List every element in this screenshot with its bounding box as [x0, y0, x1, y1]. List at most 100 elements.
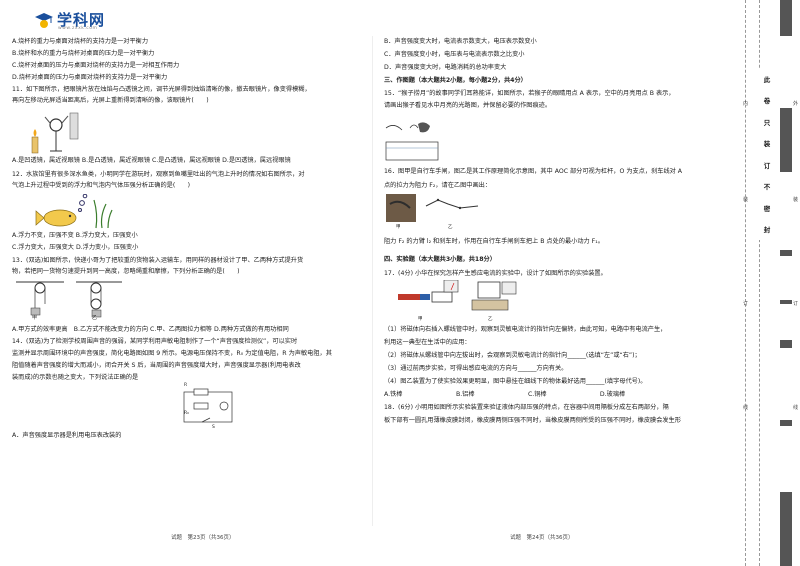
candle-lens-figure	[31, 112, 79, 154]
outer-label: 外	[793, 101, 799, 107]
column-divider	[372, 36, 373, 526]
circuit-label-r0: R₀	[184, 411, 189, 416]
graduation-cap-icon	[34, 11, 54, 29]
inner-label: 订	[743, 301, 749, 307]
q12-options: C.浮力变大，压强变大 D.浮力变小，压强变小	[12, 244, 139, 251]
binding-margin: 此 卷 只 装 订 不 密 封 内 装 订 线 外 装 订 线	[727, 0, 800, 566]
seal-char: 此	[763, 76, 771, 84]
q17-text-line: 17．(4分) 小华在探究怎样产生感应电流的实验中，设计了如图所示的实验装置。	[384, 270, 607, 277]
logo-text: 学科网	[57, 11, 106, 29]
q11-text-line: 11．如下图所示，把眼镜片放在烛焰与凸透镜之间，调节光屏得到烛焰清晰的像，撤去眼…	[12, 86, 311, 93]
section-three-heading: 三、作图题（本大题共2小题，每小题2分，共4分）	[384, 77, 527, 84]
q17-option-a: A.铁棒	[384, 391, 403, 398]
seal-char: 不	[763, 183, 771, 192]
logo-url: www.zxxk.com	[58, 26, 98, 31]
q10-option-b: B.烧杯和水的重力与烧杯对桌面的压力是一对平衡力	[12, 50, 155, 57]
page-footer-left: 试题 第23页（共36页）	[171, 535, 235, 541]
margin-dark-bar	[780, 250, 792, 256]
q14-text-line: 监测并显示周围环境中的声音强度，简化电路图如图 9 所示。电源电压保持不变，R₀…	[12, 350, 332, 357]
q13-options: A.甲方式的效率更高 B.乙方式不能改变力的方向 C.甲、乙两图拉力相等 D.两…	[12, 326, 289, 333]
figure-label-jia: 甲	[418, 317, 423, 322]
seal-char: 卷	[763, 97, 771, 106]
q10-option-a: A.烧杯的重力与桌面对烧杯的支持力是一对平衡力	[12, 38, 149, 45]
q17-option-b: B.铝棒	[455, 391, 475, 398]
q15-figure-area	[384, 110, 720, 168]
q17-options: A.铁棒 B.铝棒 C.铜棒 D.玻璃棒	[384, 391, 720, 399]
induction-apparatus-figure	[398, 280, 517, 311]
margin-dark-bar	[780, 492, 792, 566]
seal-char: 订	[763, 161, 771, 170]
figure-label-yi: 乙	[92, 315, 98, 321]
q17-part-3: （3）通过前两步实验，可得出感应电流的方向与______方向有关。	[384, 365, 568, 372]
q17-part-1-cont: 利用这一典型在生活中的应用：	[384, 339, 471, 346]
circuit-diagram	[183, 388, 233, 423]
margin-dark-bar	[780, 420, 792, 426]
q12-text-line: 12．水族馆里有很多深水鱼类，小明同学在游玩时，观察到鱼嘴里吐出的气泡上升时的情…	[12, 171, 305, 178]
q14-text-line: 14．(双选)为了检测学校周围声音的强弱，某同学利用声敏电阻制作了一个“声音强度…	[12, 338, 298, 345]
monkey-moon-figure	[385, 122, 439, 161]
q18-text-line: 18．(6分) 小明用如图所示实验装置来验证液体内部压强的特点，在容器中间用隔板…	[384, 404, 669, 411]
seal-notice: 此 卷 只 装 订 不 密 封	[757, 68, 777, 240]
seal-char: 封	[763, 225, 771, 234]
seal-char: 装	[763, 140, 771, 149]
q16-figure-area: 甲 乙	[384, 190, 720, 234]
site-logo: 学科网	[34, 9, 105, 30]
outer-label: 装	[793, 197, 799, 203]
q14-option-b: B．声音强度变大时，电流表示数变大，电压表示数变小	[384, 38, 537, 45]
q17-option-d: D.玻璃棒	[599, 391, 626, 398]
q16-text-line: 点的拉力为阻力 F₂，请在乙图中画出：	[384, 182, 492, 189]
q13-figure-area: 甲 乙	[12, 276, 364, 322]
q14-figure-area: R R₀ S	[12, 382, 364, 432]
q14-option-d: D．声音强度变大时，电路消耗的总功率变大	[384, 64, 507, 71]
figure-label-jia: 甲	[32, 315, 38, 321]
pulley-figures	[16, 281, 122, 318]
q16-task-text: 阻力 F₂ 的力臂 l₂ 和刹车时，作用在自行车手闸刹车把上 B 点处的最小动力…	[384, 238, 604, 245]
q14-option-a: A．声音强度显示器是利用电压表改装的	[12, 432, 122, 439]
q17-part-4: （4）图乙装置为了使实验效果更明显，图中悬挂在细线下的物体最好选用______(…	[384, 378, 647, 385]
section-four-heading: 四、实验题（本大题共3小题，共18分）	[384, 256, 496, 263]
q17-option-c: C.铜棒	[527, 391, 547, 398]
outer-cut-line	[759, 0, 760, 566]
q11-text-line: 再向左移动光屏适当距离后，光屏上重新得到清晰的像，该眼镜片( )	[12, 97, 209, 104]
q12-text-line: 气泡上升过程中受到的浮力和气泡内气体压强分析正确的是( )	[12, 182, 191, 189]
q14-option-c: C．声音强度变小时，电压表与电流表示数之比变小	[384, 51, 525, 58]
q12-figure-area	[12, 190, 364, 232]
page-footer-right: 试题 第24页（共36页）	[510, 535, 574, 541]
q18-text-line: 板下部有一圆孔用薄橡皮膜封闭，橡皮膜两侧压强不同时，当橡皮膜两侧所受的压强不同时…	[384, 417, 681, 424]
figure-label-yi: 乙	[448, 225, 453, 230]
outer-label: 线	[793, 405, 799, 411]
figure-label-yi: 乙	[488, 317, 493, 322]
q15-text-line: 15．“猴子捞月”的故事同学们耳熟能详，如图所示，若猴子的眼睛用点 A 表示，空…	[384, 90, 675, 97]
seal-char: 只	[763, 118, 771, 127]
right-column: B．声音强度变大时，电流表示数变大，电压表示数变小 C．声音强度变小时，电压表与…	[384, 38, 720, 425]
q12-options: A.浮力不变，压强不变 B.浮力变大，压强变小	[12, 232, 138, 239]
bicycle-brake-figure	[386, 194, 479, 222]
q17-part-1: （1）将磁体向右插入螺线管中时，观察到灵敏电流计的指针向左偏转，由此可知，电路中…	[384, 326, 667, 333]
outer-label: 订	[793, 301, 799, 307]
circuit-label-r: R	[184, 383, 188, 388]
margin-dark-bar	[780, 340, 792, 348]
inner-label: 内	[743, 101, 749, 107]
q14-text-line: 装而成)的示数也随之变大，下列说法正确的是	[12, 374, 139, 381]
circuit-label-s: S	[212, 425, 215, 430]
margin-dark-bar	[780, 108, 792, 172]
left-column: A.烧杯的重力与桌面对烧杯的支持力是一对平衡力 B.烧杯和水的重力与烧杯对桌面的…	[12, 38, 364, 440]
q13-text-line: 物，若把同一货物匀速提升到同一高度，忽略绳重和摩擦，下列分析正确的是( )	[12, 268, 240, 275]
q11-options: A.是凹透镜，属近视眼镜 B.是凸透镜，属近视眼镜 C.是凸透镜，属远视眼镜 D…	[12, 157, 291, 164]
fish-bubbles-figure	[35, 194, 113, 229]
margin-dark-bar	[780, 0, 792, 36]
seal-char: 密	[763, 204, 771, 213]
q15-text-line: 请画出猴子看见水中月亮的光路图，并保留必要的作图痕迹。	[384, 102, 552, 109]
q14-text-line: 阻值随着声音强度的增大而减小，闭合开关 S 后，当周围的声音强度增大时，声音强度…	[12, 362, 301, 369]
q10-option-c: C.烧杯对桌面的压力与桌面对烧杯的支持力是一对相互作用力	[12, 62, 180, 69]
q17-part-2: （2）将磁体从螺线管中向左拔出时，会观察到灵敏电流计的指针向______(选填“…	[384, 352, 641, 359]
q17-figure-area: 甲 乙	[384, 278, 720, 324]
figure-label-jia: 甲	[396, 225, 401, 230]
q16-text-line: 16．图甲是自行车手闸，图乙是其工作原理简化示意图，其中 AOC 部分可视为杠杆…	[384, 168, 683, 175]
q13-text-line: 13．(双选)如图所示，快递小哥为了把较重的货物装入运输车，用同样的器材设计了甲…	[12, 257, 304, 264]
inner-label: 装	[743, 197, 749, 203]
inner-label: 线	[743, 405, 749, 411]
margin-dark-bar	[780, 300, 792, 304]
inner-cut-line	[745, 0, 746, 566]
